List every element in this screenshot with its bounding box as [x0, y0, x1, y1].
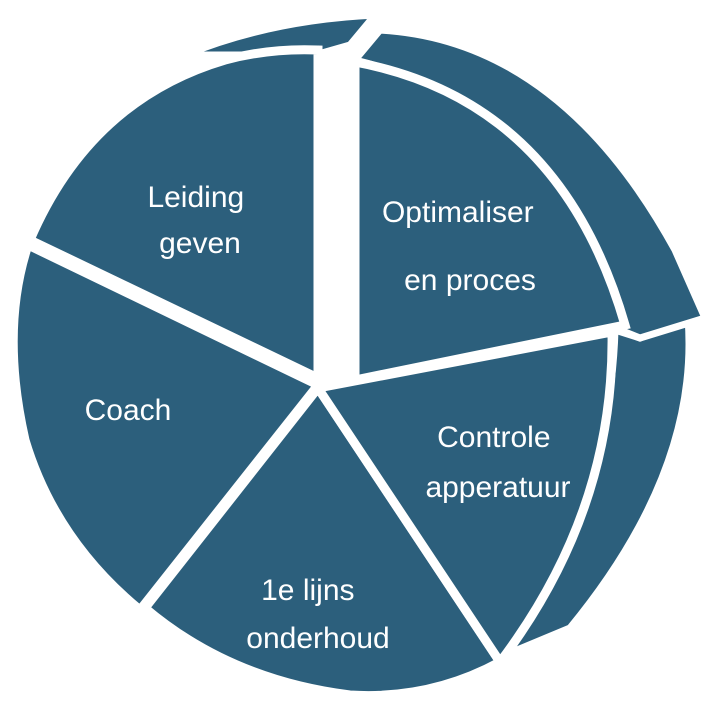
label-controle-apperatuur: Controle apperatuur: [425, 421, 570, 504]
label-eerste-lijns-onderhoud: 1e lijns onderhoud: [246, 574, 389, 655]
label-leiding-geven: Leiding geven: [147, 181, 252, 260]
segment-controle-apperatuur: [310, 326, 617, 670]
label-optimaliseren-line-2: en proces: [404, 264, 536, 297]
label-coach-line-1: Coach: [85, 394, 172, 427]
segment-eerste-lijns-onderhoud: [138, 380, 507, 701]
segment-optimaliseren-proces: [350, 56, 631, 386]
label-optimaliseren-line-1: Optimaliser: [382, 196, 534, 229]
label-leiding-line-1: Leiding: [147, 181, 244, 214]
label-controle-line-2: apperatuur: [425, 471, 570, 504]
segment-leiding-geven: [24, 45, 323, 386]
label-coach: Coach: [85, 394, 172, 427]
label-controle-line-1: Controle: [437, 421, 550, 454]
segment-coach: [8, 238, 326, 617]
label-onderhoud-line-1: 1e lijns: [261, 574, 354, 607]
label-optimaliseren-proces: Optimaliser en proces: [382, 196, 542, 297]
label-leiding-line-2: geven: [159, 227, 241, 260]
label-onderhoud-line-2: onderhoud: [246, 622, 389, 655]
